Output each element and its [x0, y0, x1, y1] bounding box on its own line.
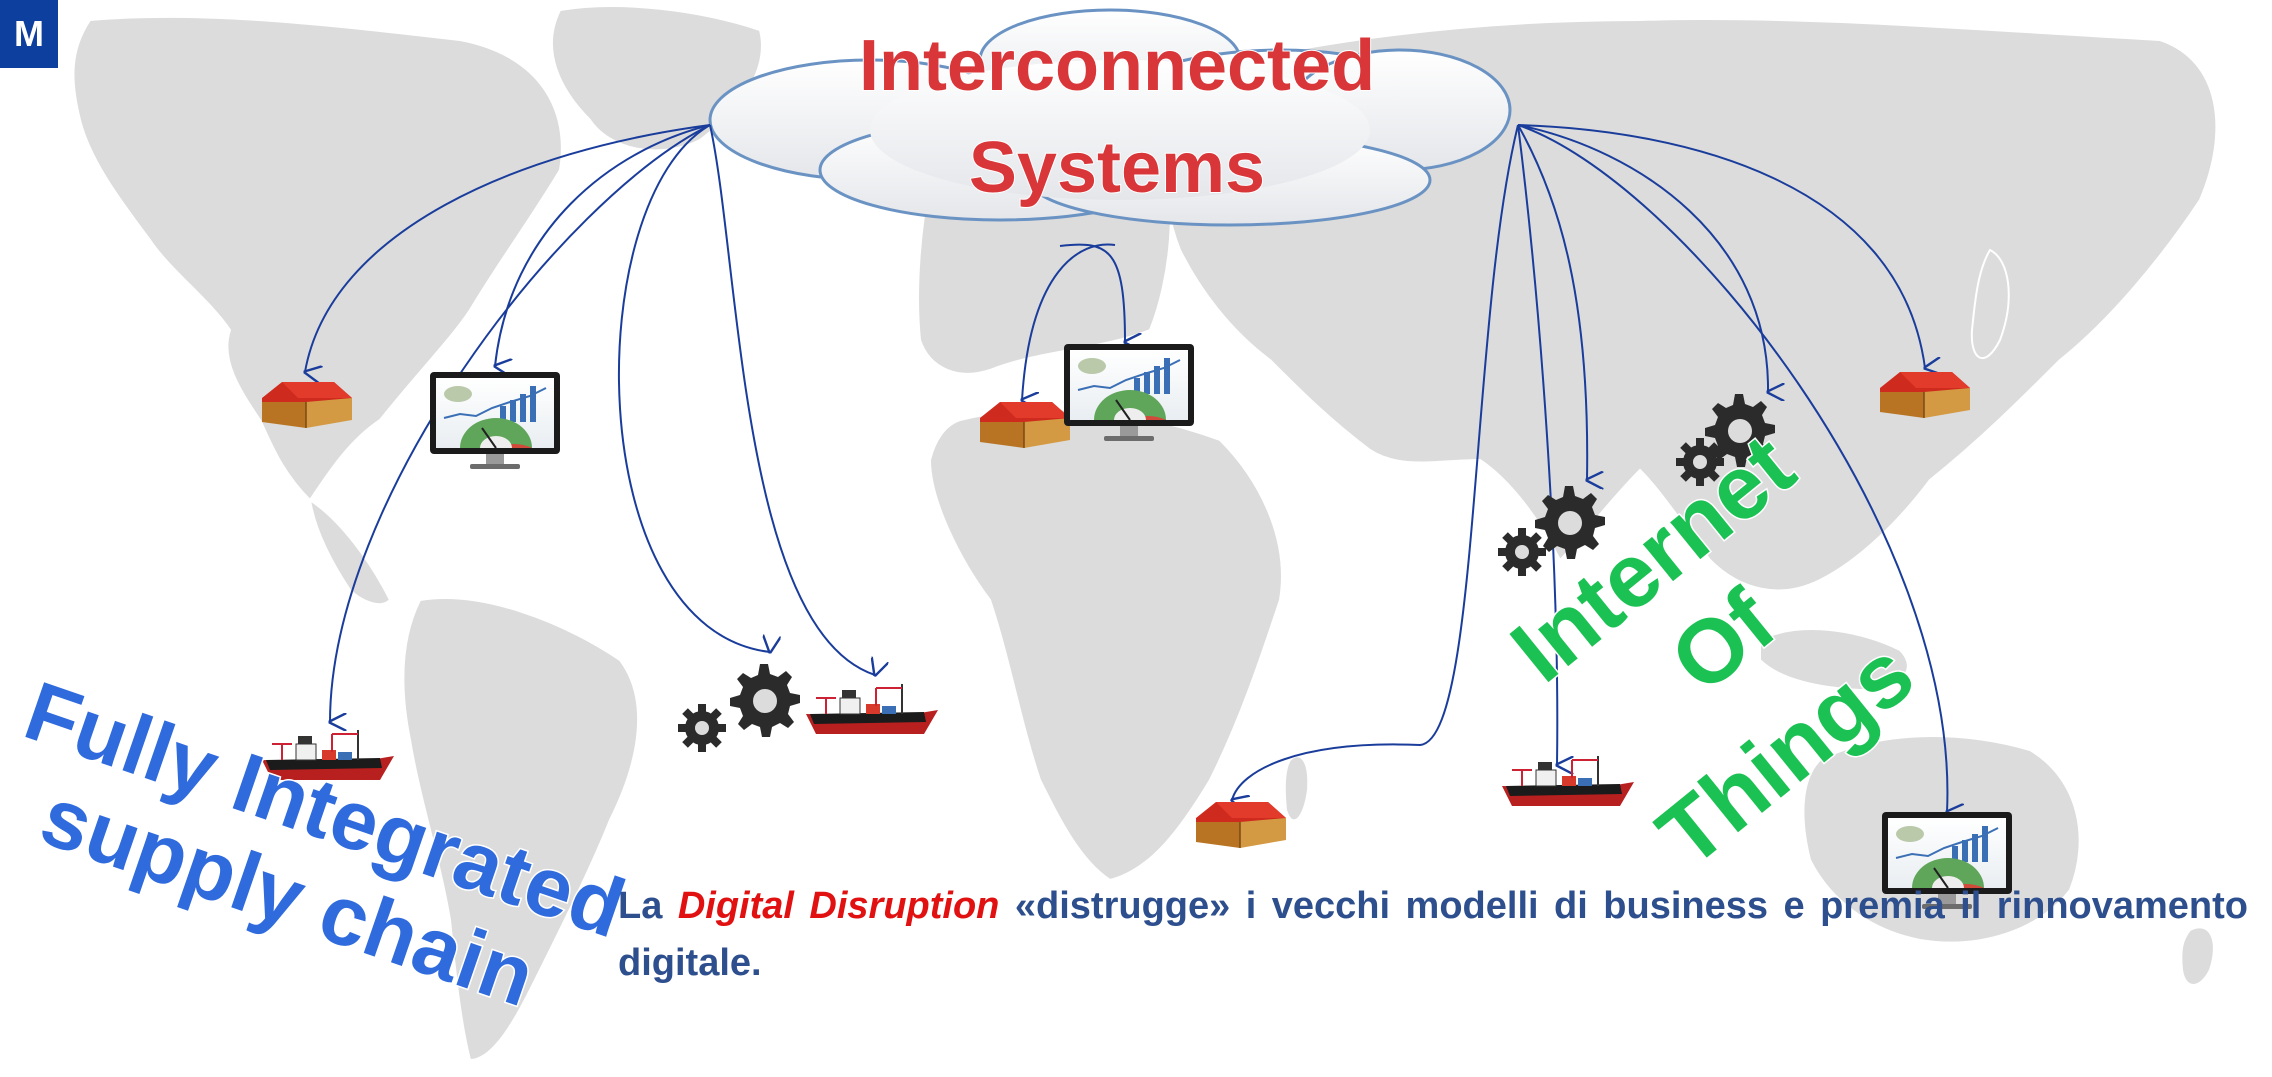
cloud-title-line2: Systems [969, 128, 1265, 208]
connector-sa-gears [618, 124, 770, 652]
cloud-title-line1: Interconnected [859, 26, 1375, 106]
connector-lines [305, 124, 1947, 812]
map-japan [1970, 248, 2010, 360]
map-north-america [72, 15, 563, 502]
cloud-title: Interconnected Systems [858, 25, 1376, 209]
warehouse-icon-africa [1195, 801, 1287, 849]
connector-sa-ship [709, 124, 875, 675]
connector-japan-warehouse [1517, 124, 1925, 368]
connector-africa-warehouse [1232, 124, 1519, 800]
connector-na-monitor [495, 124, 711, 366]
corner-logo: M [0, 0, 58, 68]
connector-eu-warehouse [1022, 243, 1116, 400]
connector-na-warehouse [305, 124, 711, 372]
caption-prefix: La [618, 885, 678, 927]
cargo-ship-icon-india [1501, 755, 1635, 807]
connector-na-ship [330, 124, 711, 722]
map-central-america [308, 497, 392, 606]
connector-eu-monitor [1059, 243, 1125, 342]
cargo-ship-icon-south-america [805, 683, 939, 735]
caption-highlight: Digital Disruption [677, 885, 1000, 927]
connector-india-ship [1517, 124, 1557, 765]
connector-australia-monitor [1517, 124, 1947, 812]
caption-suffix: «distrugge» i vecchi modelli di business… [618, 885, 2249, 984]
gears-icon-south-america [678, 664, 800, 752]
map-africa [928, 408, 1283, 882]
map-southeast-asia-islands [1759, 628, 1909, 692]
warehouse-icon-japan [1879, 371, 1971, 419]
monitor-dashboard-icon-north-america [429, 371, 561, 470]
caption-paragraph: La Digital Disruption «distrugge» i vecc… [618, 878, 2248, 992]
map-south-america [402, 597, 640, 1062]
map-new-zealand [2180, 926, 2215, 986]
map-madagascar [1283, 755, 1310, 822]
cloud-icon [708, 8, 1512, 227]
warehouse-icon-europe [979, 401, 1071, 449]
connector-india-gears [1517, 124, 1587, 480]
warehouse-icon-north-america [261, 381, 353, 429]
